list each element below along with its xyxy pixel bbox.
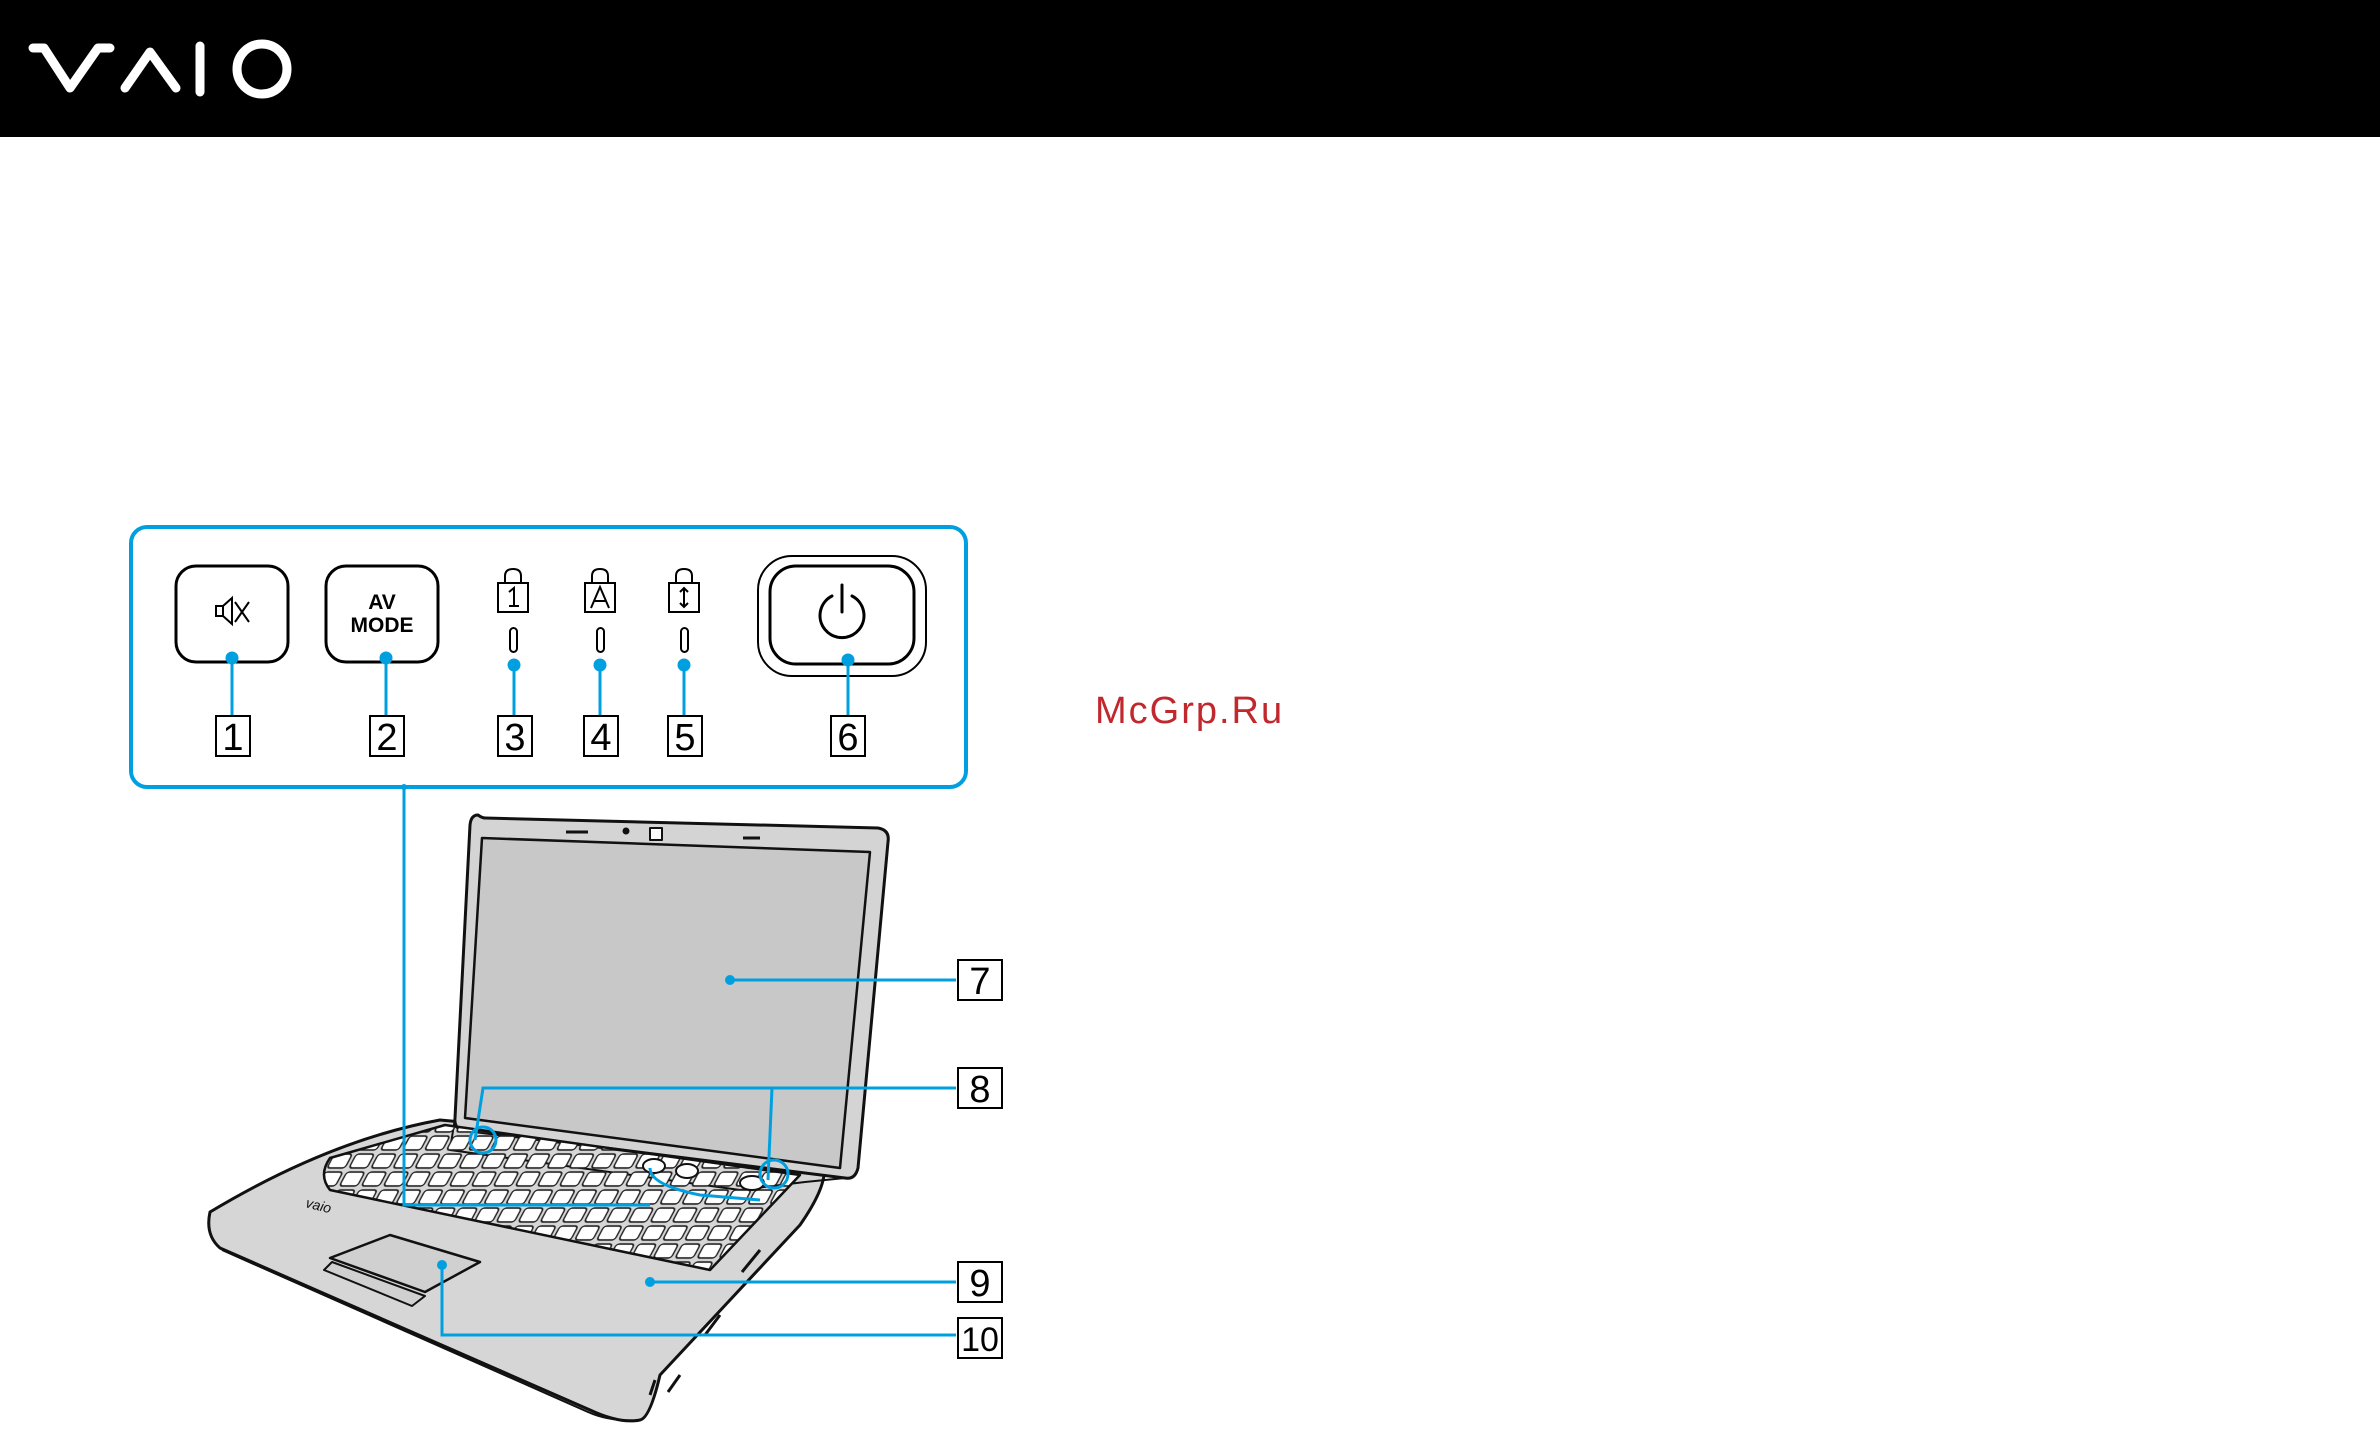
svg-text:3: 3 (504, 717, 525, 759)
laptop-screen (465, 838, 870, 1168)
callout-3: 3 (498, 716, 532, 759)
callout-10: 10 (958, 1318, 1002, 1359)
svg-text:9: 9 (969, 1263, 990, 1305)
callout-7: 7 (958, 960, 1002, 1003)
svg-text:6: 6 (837, 717, 858, 759)
callout-5: 5 (668, 716, 702, 759)
svg-text:1: 1 (222, 717, 243, 759)
svg-text:10: 10 (961, 1321, 999, 1359)
callout-2: 2 (370, 716, 404, 759)
callout-8: 8 (958, 1068, 1002, 1111)
mute-button (176, 566, 288, 662)
laptop-illustration: vaio (209, 815, 889, 1421)
callout-6: 6 (831, 716, 865, 759)
svg-text:7: 7 (969, 961, 990, 1003)
av-mode-button: AV MODE (326, 566, 438, 662)
av-mode-label-line2: MODE (351, 614, 414, 637)
svg-text:8: 8 (969, 1069, 990, 1111)
callout-9: 9 (958, 1262, 1002, 1305)
svg-text:2: 2 (376, 717, 397, 759)
av-mode-label-line1: AV (368, 591, 396, 614)
svg-text:5: 5 (674, 717, 695, 759)
callout-1: 1 (216, 716, 250, 759)
callout-4: 4 (584, 716, 618, 759)
svg-text:4: 4 (590, 717, 611, 759)
